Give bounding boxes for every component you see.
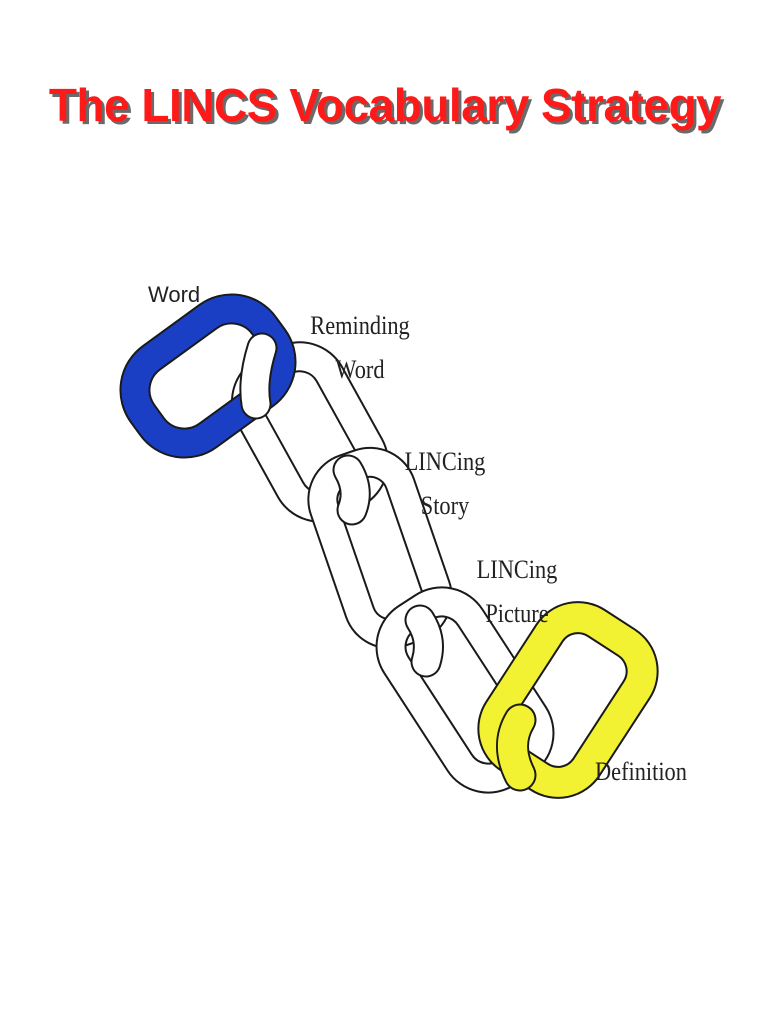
label-word: Word [148, 282, 201, 307]
label-lincing-picture-line1: LINCing [476, 555, 558, 584]
label-reminding-word-line2: Word [335, 355, 385, 384]
label-lincing-picture: LINCing Picture [474, 548, 560, 636]
chain-overlap-3 [404, 604, 444, 678]
label-lincing-story-line1: LINCing [404, 447, 486, 476]
label-definition: Definition [595, 757, 687, 786]
label-lincing-story: LINCing Story [402, 440, 488, 528]
chain-overlap-2 [332, 454, 371, 526]
chain-link-word [119, 293, 297, 459]
label-reminding-word: Reminding Word [308, 304, 411, 392]
label-reminding-word-line1: Reminding [310, 311, 410, 340]
chain-overlap-1 [239, 332, 278, 420]
label-lincing-story-line2: Story [420, 491, 470, 520]
page-title: The LINCS Vocabulary Strategy [48, 79, 722, 131]
label-lincing-picture-line2: Picture [485, 599, 549, 628]
chain-overlap-4 [496, 703, 537, 792]
